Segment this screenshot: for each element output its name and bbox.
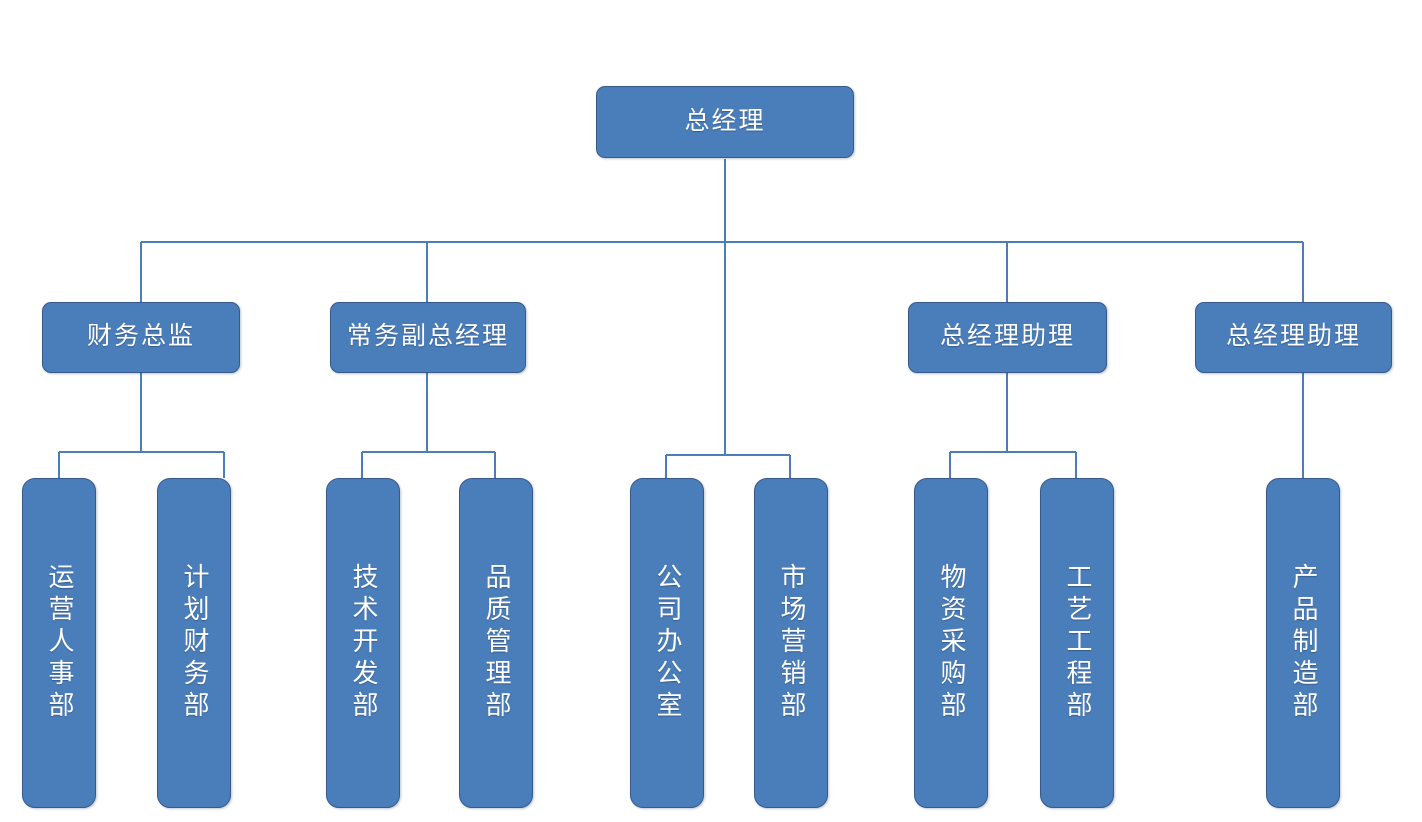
node-label: 总经理 xyxy=(684,107,766,135)
node-label: 工艺工程部 xyxy=(1063,563,1092,723)
node-dept-process-engineering[interactable]: 工艺工程部 xyxy=(1040,478,1114,808)
node-label: 市场营销部 xyxy=(777,563,806,723)
node-gm-assistant-1[interactable]: 总经理助理 xyxy=(908,302,1107,373)
node-label: 总经理助理 xyxy=(939,323,1075,351)
node-label: 物资采购部 xyxy=(937,563,966,723)
node-dept-marketing[interactable]: 市场营销部 xyxy=(754,478,828,808)
node-label: 总经理助理 xyxy=(1225,323,1361,351)
node-executive-deputy-gm[interactable]: 常务副总经理 xyxy=(330,302,526,373)
node-general-manager[interactable]: 总经理 xyxy=(596,86,854,158)
node-label: 常务副总经理 xyxy=(346,323,509,351)
node-label: 财务总监 xyxy=(86,323,195,351)
node-gm-assistant-2[interactable]: 总经理助理 xyxy=(1195,302,1392,373)
node-label: 公司办公室 xyxy=(653,563,682,723)
node-label: 计划财务部 xyxy=(180,563,209,723)
node-dept-operations-hr[interactable]: 运营人事部 xyxy=(22,478,96,808)
node-cfo[interactable]: 财务总监 xyxy=(42,302,240,373)
node-label: 技术开发部 xyxy=(349,563,378,723)
node-label: 运营人事部 xyxy=(45,563,74,723)
node-dept-planning-finance[interactable]: 计划财务部 xyxy=(157,478,231,808)
node-dept-company-office[interactable]: 公司办公室 xyxy=(630,478,704,808)
node-label: 产品制造部 xyxy=(1289,563,1318,723)
node-dept-product-manufacturing[interactable]: 产品制造部 xyxy=(1266,478,1340,808)
node-label: 品质管理部 xyxy=(482,563,511,723)
node-dept-materials-procurement[interactable]: 物资采购部 xyxy=(914,478,988,808)
node-dept-quality-management[interactable]: 品质管理部 xyxy=(459,478,533,808)
node-dept-technology-development[interactable]: 技术开发部 xyxy=(326,478,400,808)
